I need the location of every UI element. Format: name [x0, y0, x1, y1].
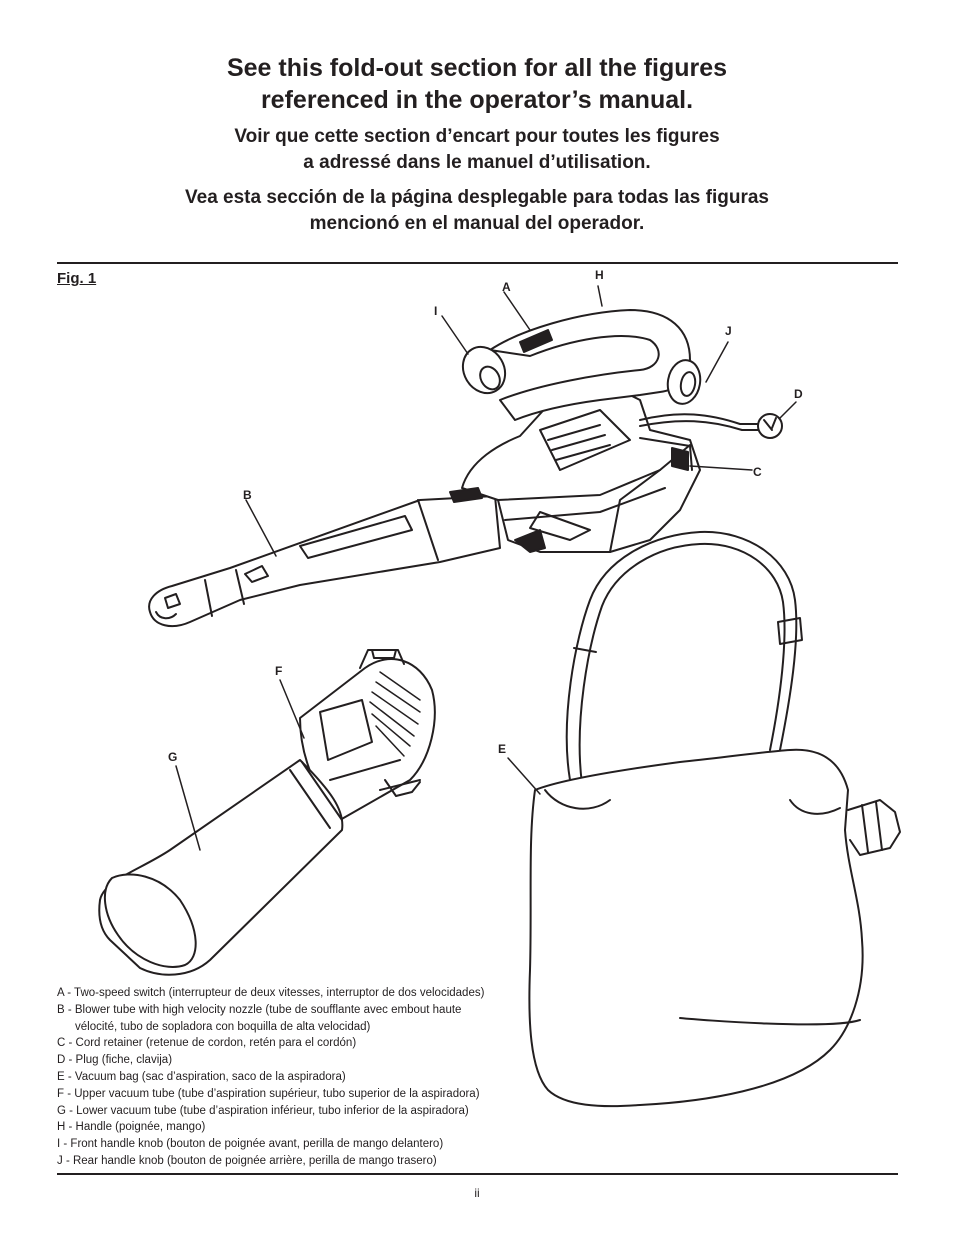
callout-d: D [794, 387, 803, 401]
title-spanish-line-2: mencionó en el manual del operador. [309, 213, 645, 234]
title-spanish-line-1: Vea esta sección de la página desplegabl… [185, 187, 769, 208]
title-french-line-1: Voir que cette section d’encart pour tou… [234, 126, 720, 147]
legend-item-a: A - Two-speed switch (interrupteur de de… [57, 987, 485, 999]
callout-i: I [434, 304, 438, 318]
parts-legend: A - Two-speed switch (interrupteur de de… [57, 985, 484, 1170]
callout-h: H [595, 268, 604, 282]
title-spanish: Vea esta sección de la página desplegabl… [0, 185, 954, 237]
handle-drawing [461, 309, 702, 421]
bottom-divider [57, 1173, 898, 1175]
top-divider [57, 262, 898, 264]
callout-j: J [725, 324, 732, 338]
figure-label: Fig. 1 [57, 270, 97, 287]
callout-a: A [502, 280, 511, 294]
legend-item-c: C - Cord retainer (retenue de cordon, re… [57, 1037, 357, 1050]
page-number: ii [474, 1186, 480, 1200]
callout-b: B [243, 488, 252, 502]
callout-c: C [753, 465, 762, 479]
cord-plug-drawing [639, 413, 783, 439]
legend-item-d: D - Plug (fiche, clavija) [57, 1054, 173, 1067]
callout-e: E [498, 742, 507, 756]
legend-item-f: F - Upper vacuum tube (tube d’aspiration… [57, 1087, 480, 1100]
legend-item-g: G - Lower vacuum tube (tube d’aspiration… [57, 1104, 469, 1117]
vacuum-tubes-drawing [98, 649, 436, 976]
title-french-line-2: a adressé dans le manuel d’utilisation. [303, 152, 651, 173]
legend-item-i: I - Front handle knob (bouton de poignée… [57, 1138, 444, 1151]
title-english-line-2: referenced in the operator’s manual. [260, 86, 694, 114]
callout-g: G [168, 750, 178, 764]
title-french: Voir que cette section d’encart pour tou… [0, 124, 954, 176]
callout-f: F [275, 664, 283, 678]
legend-item-e: E - Vacuum bag (sac d’aspiration, saco d… [57, 1070, 346, 1083]
legend-item-h: H - Handle (poignée, mango) [57, 1121, 206, 1134]
legend-item-j: J - Rear handle knob (bouton de poignée … [57, 1154, 437, 1167]
legend-item-b-continued: vélocité, tubo de sopladora con boquilla… [75, 1020, 371, 1033]
blower-tube-drawing [148, 495, 501, 628]
title-english: See this fold-out section for all the fi… [0, 52, 954, 116]
title-block: See this fold-out section for all the fi… [0, 52, 954, 237]
title-english-line-1: See this fold-out section for all the fi… [226, 54, 728, 82]
vacuum-bag-drawing [528, 530, 901, 1108]
leader-lines [175, 285, 797, 851]
legend-item-b: B - Blower tube with high velocity nozzl… [57, 1003, 462, 1016]
blower-housing-drawing [449, 379, 701, 553]
